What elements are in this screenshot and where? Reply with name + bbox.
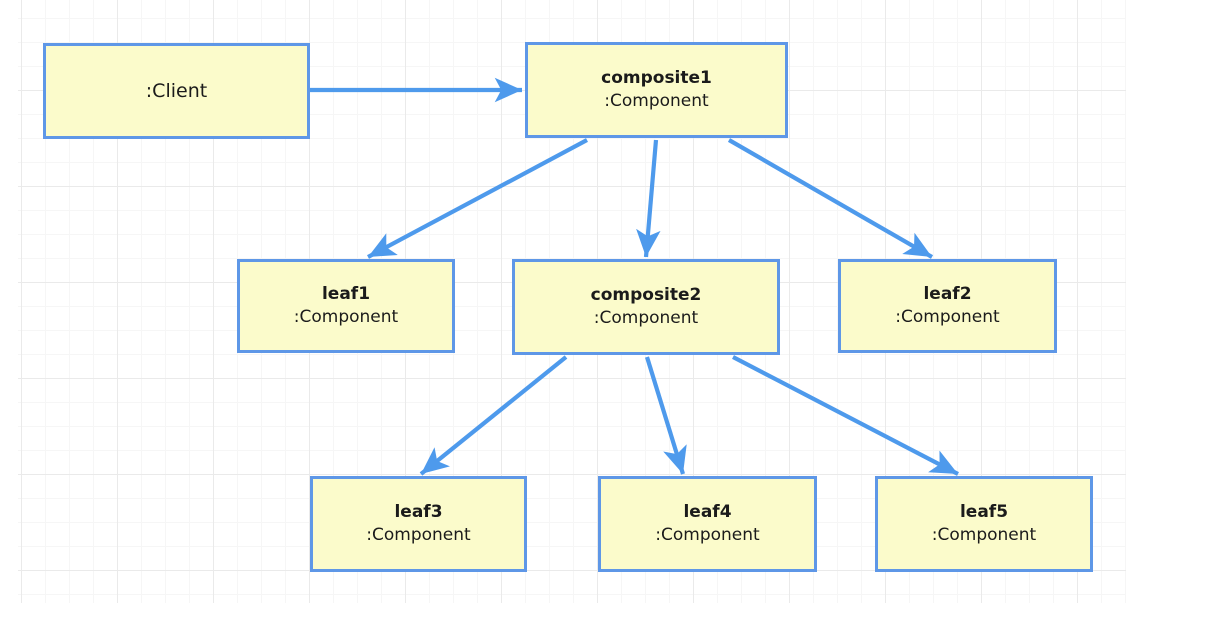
- node-leaf5-type: :Component: [931, 525, 1037, 545]
- node-leaf4-name: leaf4: [683, 502, 732, 522]
- node-client[interactable]: :Client: [43, 43, 310, 139]
- node-composite1[interactable]: composite1 :Component: [525, 42, 788, 138]
- node-leaf2-type: :Component: [895, 307, 1000, 327]
- node-leaf1-type: :Component: [293, 307, 399, 327]
- node-composite2-type: :Component: [593, 308, 699, 328]
- node-composite1-name: composite1: [601, 68, 712, 88]
- node-leaf4-type: :Component: [655, 525, 760, 545]
- node-leaf2-name: leaf2: [923, 284, 972, 304]
- node-leaf2[interactable]: leaf2 :Component: [838, 259, 1057, 353]
- node-leaf3[interactable]: leaf3 :Component: [310, 476, 527, 572]
- node-leaf3-name: leaf3: [394, 502, 443, 522]
- node-composite1-type: :Component: [604, 91, 709, 111]
- node-leaf1[interactable]: leaf1 :Component: [237, 259, 455, 353]
- node-leaf5-name: leaf5: [959, 502, 1009, 522]
- node-composite2[interactable]: composite2 :Component: [512, 259, 780, 355]
- node-leaf3-type: :Component: [366, 525, 471, 545]
- node-leaf4[interactable]: leaf4 :Component: [598, 476, 817, 572]
- node-leaf5[interactable]: leaf5 :Component: [875, 476, 1093, 572]
- node-composite2-name: composite2: [590, 285, 702, 305]
- node-client-name: :Client: [145, 79, 208, 102]
- node-leaf1-name: leaf1: [321, 284, 371, 304]
